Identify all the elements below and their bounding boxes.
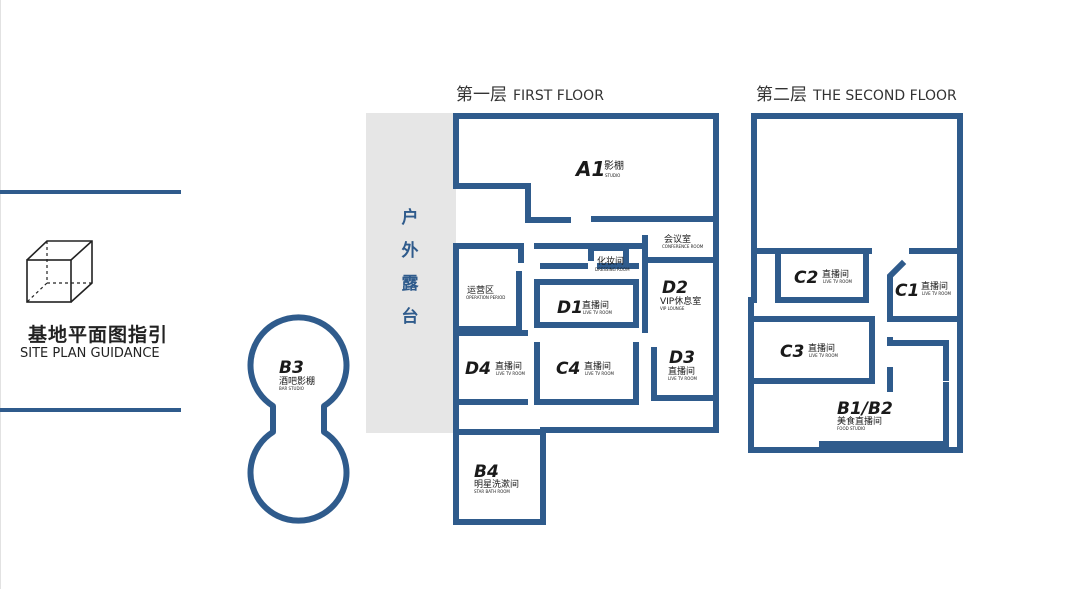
room-b1b2-sub: FOOD STUDIO: [837, 426, 865, 431]
room-b3-name: 酒吧影棚: [279, 375, 315, 387]
room-makeup-name: 化妆间: [597, 255, 624, 267]
room-meeting-sub: CONFERENCE ROOM: [662, 244, 704, 249]
room-c2: C2 直播间 LIVE TV ROOM: [794, 268, 852, 288]
room-c2-sub: LIVE TV ROOM: [823, 279, 852, 284]
room-d3-sub: LIVE TV ROOM: [668, 376, 697, 381]
room-b3-code: B3: [279, 358, 304, 378]
room-d1-name: 直播间: [582, 299, 609, 311]
frame-edge: [0, 0, 1, 589]
room-c3-sub: LIVE TV ROOM: [809, 353, 838, 358]
room-c1: C1 直播间 LIVE TV ROOM: [895, 280, 951, 301]
guide-bottom-rule: [0, 408, 181, 412]
first-floor-title-zh: 第一层: [456, 85, 507, 105]
outdoor-char-4: 台: [402, 306, 419, 327]
b3-bar-studio-wall: [247, 314, 350, 524]
room-c2-name: 直播间: [822, 268, 849, 280]
room-ops-sub: OPERATION PERIOD: [466, 295, 505, 300]
room-d1-code: D1: [557, 298, 583, 318]
room-meeting-name: 会议室: [664, 233, 691, 245]
room-d3-code: D3: [669, 348, 695, 368]
room-b4-name: 明星洗漱间: [474, 478, 519, 490]
room-d2: D2 VIP休息室 VIP LOUNGE: [660, 278, 701, 311]
room-d4: D4 直播间 LIVE TV ROOM: [465, 359, 525, 379]
room-d2-sub: VIP LOUNGE: [660, 306, 685, 311]
room-d3-name: 直播间: [668, 365, 695, 377]
outdoor-char-2: 外: [402, 240, 419, 261]
second-floor-title-en: THE SECOND FLOOR: [813, 88, 957, 104]
room-d2-code: D2: [662, 278, 688, 298]
guide-subtitle: SITE PLAN GUIDANCE: [20, 346, 160, 361]
outdoor-char-3: 露: [402, 274, 420, 294]
room-d3: D3 直播间 LIVE TV ROOM: [668, 348, 697, 381]
guide-title: 基地平面图指引: [28, 324, 169, 346]
room-c1-sub: LIVE TV ROOM: [922, 291, 951, 296]
cube-icon: [26, 240, 93, 303]
room-d1-sub: LIVE TV ROOM: [583, 310, 612, 315]
room-a1-sub: STUDIO: [605, 173, 620, 178]
room-c3-name: 直播间: [808, 342, 835, 354]
first-floor-walls: [453, 113, 719, 525]
room-b4: B4 明星洗漱间 STAR BATH ROOM: [474, 462, 519, 494]
room-ops: 运营区 OPERATION PERIOD: [466, 284, 505, 300]
room-meeting: 会议室 CONFERENCE ROOM: [662, 233, 704, 249]
room-c4-code: C4: [556, 359, 580, 379]
room-c4: C4 直播间 LIVE TV ROOM: [556, 359, 614, 379]
room-c3: C3 直播间 LIVE TV ROOM: [780, 342, 838, 362]
first-floor-title: 第一层 FIRST FLOOR: [456, 80, 604, 105]
room-makeup: 化妆间 DRESSING ROOM: [595, 255, 630, 272]
room-c4-name: 直播间: [584, 360, 611, 372]
room-b1b2-name: 美食直播间: [837, 415, 882, 427]
room-b1b2: B1/B2 美食直播间 FOOD STUDIO: [837, 399, 893, 431]
room-c1-name: 直播间: [921, 280, 948, 292]
outdoor-char-1: 户: [402, 207, 419, 228]
room-c4-sub: LIVE TV ROOM: [585, 371, 614, 376]
room-b1b2-code: B1/B2: [837, 399, 893, 419]
room-d4-sub: LIVE TV ROOM: [496, 371, 525, 376]
room-b4-code: B4: [474, 462, 499, 482]
room-c1-code: C1: [895, 281, 919, 301]
room-d4-code: D4: [465, 359, 491, 379]
outdoor-terrace-area: [366, 113, 456, 433]
room-d4-name: 直播间: [495, 360, 522, 372]
room-c3-code: C3: [780, 342, 804, 362]
room-a1-name: 影棚: [604, 159, 624, 172]
room-d1: D1 直播间 LIVE TV ROOM: [557, 298, 612, 318]
room-a1: A1 影棚 STUDIO: [574, 157, 624, 181]
room-makeup-sub: DRESSING ROOM: [595, 267, 630, 272]
first-floor-title-en: FIRST FLOOR: [513, 88, 604, 104]
room-b4-sub: STAR BATH ROOM: [474, 489, 510, 494]
second-floor-walls: [748, 113, 963, 453]
room-ops-name: 运营区: [467, 284, 494, 296]
room-a1-code: A1: [574, 157, 605, 181]
room-b3-sub: BAR STUDIO: [279, 386, 304, 391]
room-c2-code: C2: [794, 268, 818, 288]
room-d2-name: VIP休息室: [660, 295, 701, 307]
guide-top-rule: [0, 190, 181, 194]
second-floor-title: 第二层 THE SECOND FLOOR: [756, 80, 957, 105]
second-floor-title-zh: 第二层: [756, 85, 807, 105]
room-b3: B3 酒吧影棚 BAR STUDIO: [279, 358, 315, 391]
